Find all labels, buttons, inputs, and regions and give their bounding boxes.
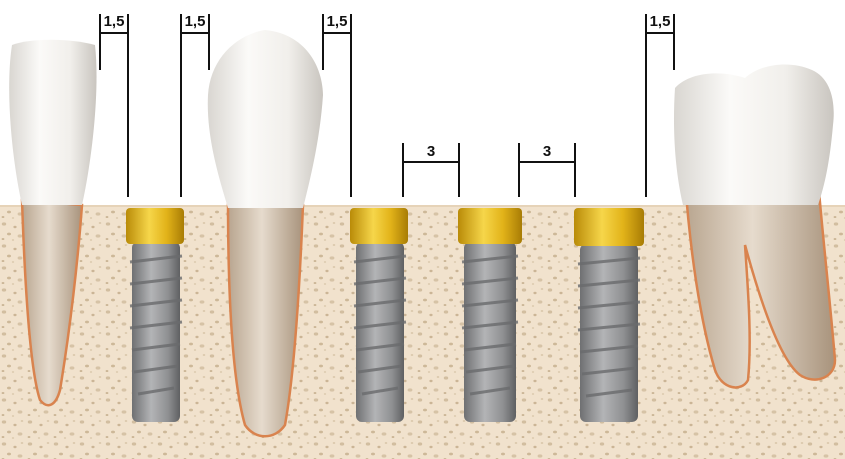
implant-3 xyxy=(458,208,522,422)
spacing-label-4: 3 xyxy=(427,143,435,160)
spacing-label-5: 3 xyxy=(543,143,551,160)
spacing-marker-3 xyxy=(323,14,351,197)
abutment-gold xyxy=(350,208,408,244)
spacing-label-1: 1,5 xyxy=(104,13,125,30)
implant-2 xyxy=(350,208,408,422)
spacing-label-3: 1,5 xyxy=(327,13,348,30)
implant-1 xyxy=(126,208,184,422)
spacing-marker-6 xyxy=(646,14,674,197)
spacing-label-2: 1,5 xyxy=(185,13,206,30)
abutment-gold xyxy=(458,208,522,244)
abutment-gold xyxy=(126,208,184,244)
abutment-gold xyxy=(574,208,644,246)
implant-4 xyxy=(574,208,644,422)
spacing-label-6: 1,5 xyxy=(650,13,671,30)
spacing-marker-2 xyxy=(181,14,209,197)
spacing-marker-1 xyxy=(100,14,128,197)
